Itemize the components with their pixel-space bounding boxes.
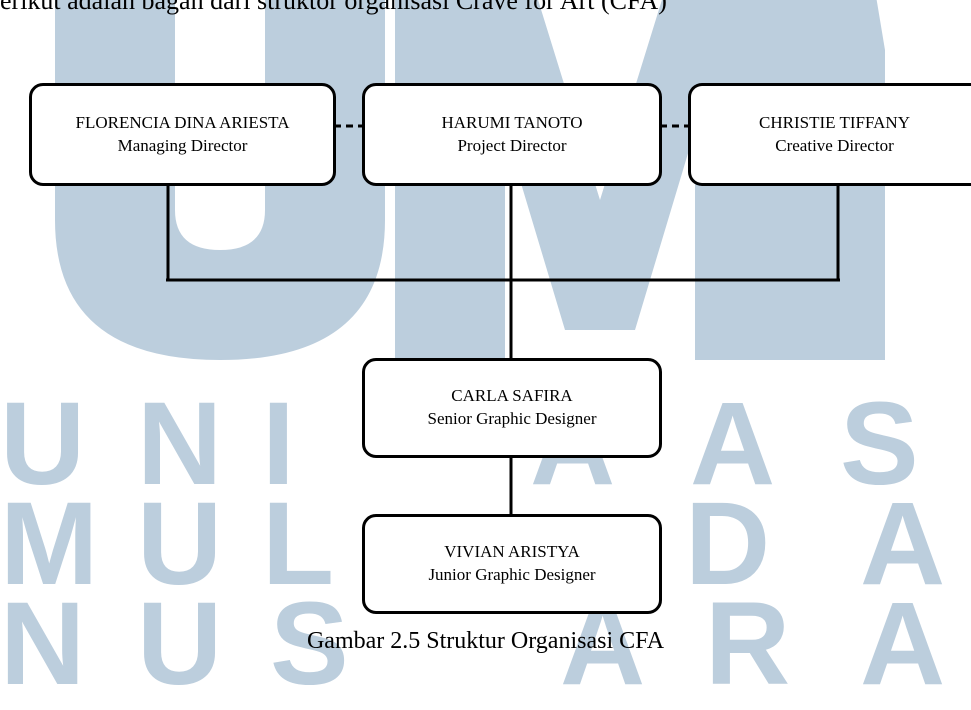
intro-text: erikut adalah bagan dari struktor organi…	[0, 0, 667, 15]
watermark-letter: L	[262, 478, 335, 610]
watermark-letter: A	[690, 378, 776, 510]
node-role: Senior Graphic Designer	[427, 409, 597, 428]
node-harumi: HARUMI TANOTO Project Director	[362, 83, 662, 186]
figure-caption: Gambar 2.5 Struktur Organisasi CFA	[306, 628, 665, 654]
watermark-letter: A	[860, 478, 946, 610]
org-connectors	[166, 124, 840, 516]
node-role: Project Director	[457, 135, 567, 155]
node-name: VIVIAN ARISTYA	[444, 542, 580, 562]
watermark-letter: D	[685, 478, 771, 610]
watermark-letter: M	[0, 478, 99, 610]
node-vivian: VIVIAN ARISTYA Junior Graphic Designer	[362, 514, 662, 614]
node-florencia: FLORENCIA DINA ARIESTA Managing Director	[29, 83, 336, 186]
watermark-letter: I	[262, 378, 295, 510]
node-christie: CHRISTIE TIFFANY Creative Director	[688, 83, 971, 186]
node-name: FLORENCIA DINA ARIESTA	[75, 112, 290, 132]
node-role: Managing Director	[117, 135, 248, 155]
node-carla: CARLA SAFIRA Senior Graphic Designer	[362, 358, 662, 458]
watermark-letter: N	[137, 378, 223, 510]
node-name: CARLA SAFIRA	[451, 386, 573, 406]
node-name: CHRISTIE TIFFANY	[759, 112, 910, 132]
node-role: Junior Graphic Designer	[428, 565, 596, 584]
node-role: Creative Director	[775, 135, 894, 155]
node-name: HARUMI TANOTO	[441, 112, 583, 132]
watermark-letter: U	[137, 478, 223, 610]
watermark-letter: U	[0, 378, 86, 510]
watermark-letter: S	[840, 378, 919, 510]
